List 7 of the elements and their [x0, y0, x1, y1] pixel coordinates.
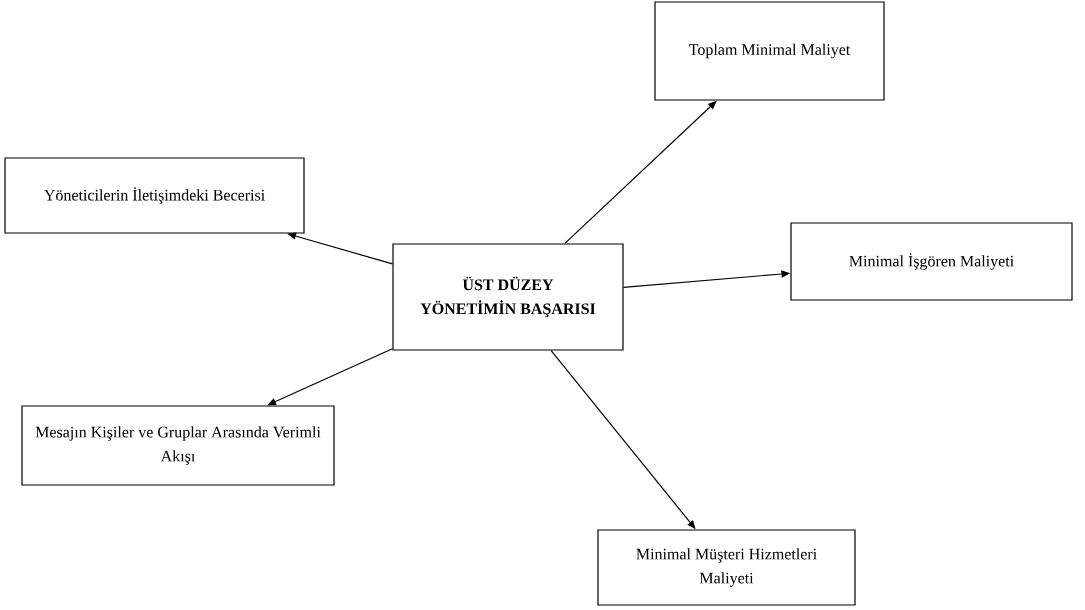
text-box: Minimal Müşteri Hizmetleri Maliyeti [597, 529, 856, 606]
text-box: Mesajın Kişiler ve Gruplar Arasında Verimli Akışı [21, 405, 335, 486]
text-box: Toplam Minimal Maliyet [654, 1, 885, 101]
text-box: ÜST DÜZEY YÖNETİMİN BAŞARISI [392, 243, 624, 351]
arrow [267, 348, 393, 406]
text-box: Minimal İşgören Maliyeti [790, 222, 1073, 301]
text-box: Yöneticilerin İletişimdeki Becerisi [4, 157, 305, 234]
